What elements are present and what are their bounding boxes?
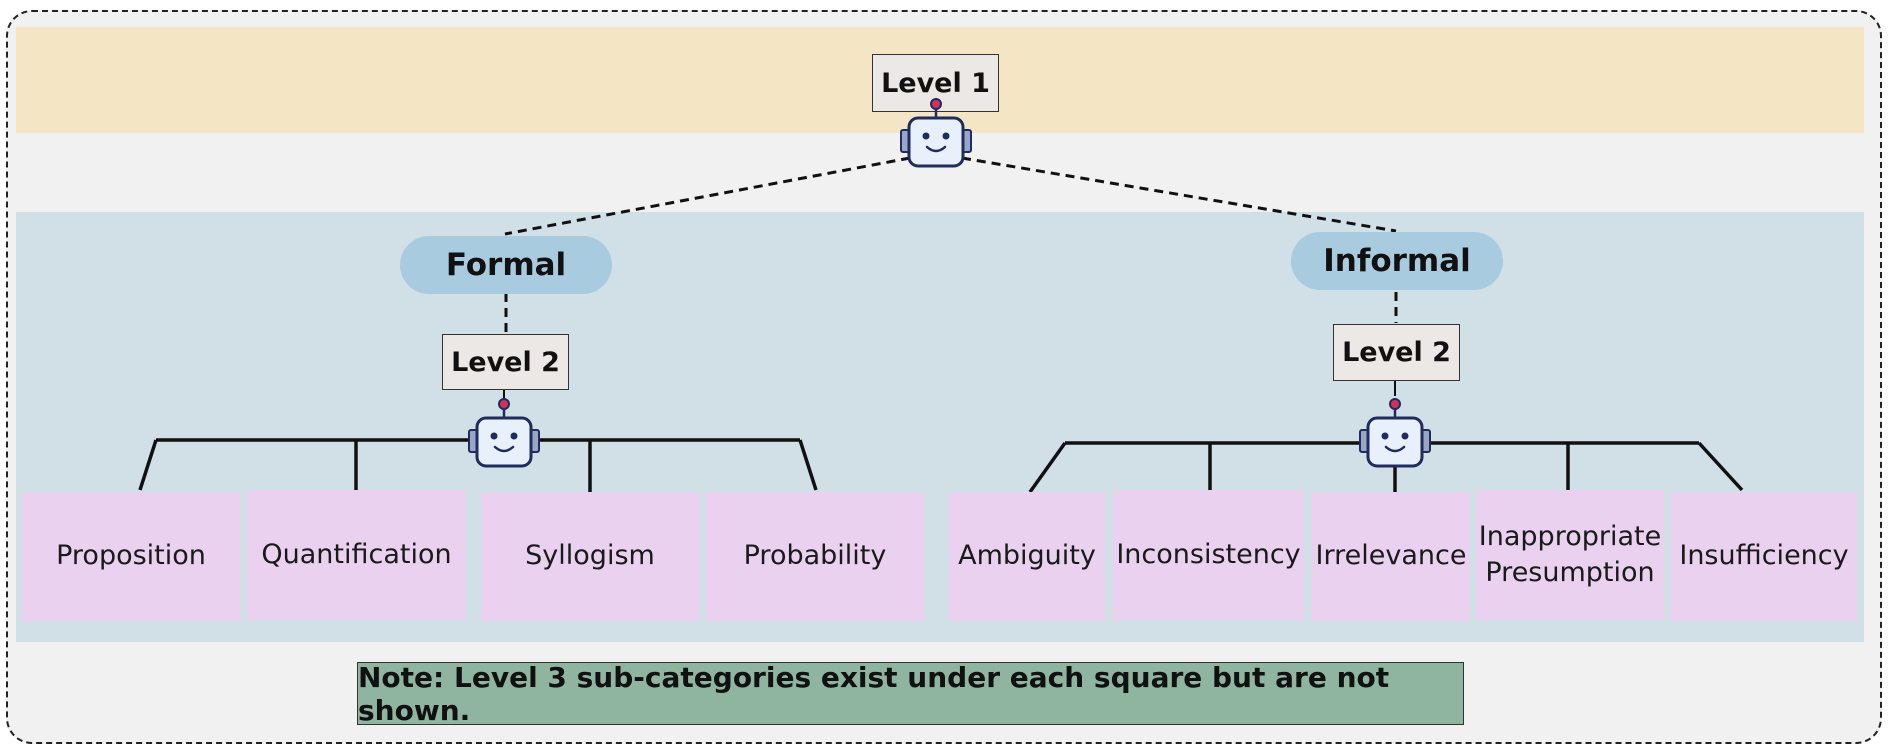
note-banner: Note: Level 3 sub-categories exist under… xyxy=(357,661,1464,727)
category-inconsistency: Inconsistency xyxy=(1113,490,1304,620)
category-probability: Probability xyxy=(706,492,924,621)
category-syllogism: Syllogism xyxy=(481,492,699,621)
informal-pill: Informal xyxy=(1291,232,1503,290)
category-ambiguity: Ambiguity xyxy=(949,492,1105,621)
category-insufficiency: Insufficiency xyxy=(1671,492,1857,621)
category-inappropriate-presumption: Inappropriate Presumption xyxy=(1476,490,1664,620)
robot-icon xyxy=(468,398,540,468)
formal-pill: Formal xyxy=(400,236,612,294)
robot-icon xyxy=(900,98,972,168)
category-quantification: Quantification xyxy=(247,490,466,620)
category-proposition: Proposition xyxy=(22,492,240,621)
branch-to-formal xyxy=(504,156,911,236)
informal-level2-label: Level 2 xyxy=(1333,324,1460,381)
robot-icon xyxy=(1359,398,1431,468)
formal-level2-label: Level 2 xyxy=(442,334,569,390)
branch-to-informal xyxy=(961,156,1397,233)
category-irrelevance: Irrelevance xyxy=(1312,492,1470,621)
